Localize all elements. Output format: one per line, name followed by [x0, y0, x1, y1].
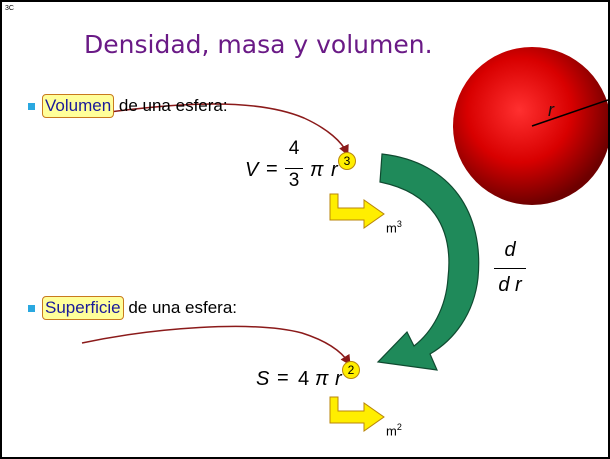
bullet-icon	[28, 103, 35, 110]
surface-bullet-text: de una esfera:	[123, 298, 238, 317]
bullet-icon	[28, 305, 35, 312]
surface-curve-arrow	[81, 325, 351, 366]
radius-line	[531, 99, 608, 127]
derivative-fraction-bar	[494, 268, 526, 269]
volume-unit: m3	[386, 219, 402, 235]
surface-exponent-badge: 2	[342, 361, 360, 379]
surface-lhs: S	[256, 368, 270, 390]
surface-coefficient: 4	[298, 368, 310, 390]
volume-equals: =	[266, 158, 278, 180]
derivative-numerator: d	[504, 239, 516, 261]
surface-equals: =	[277, 367, 289, 389]
sphere-radius-label: r	[548, 100, 554, 120]
volume-bullet-line: Volumen de una esfera:	[42, 94, 228, 118]
derivative-denominator: d r	[498, 274, 522, 296]
volume-lhs: V	[245, 159, 259, 181]
volume-pi: π	[310, 159, 324, 181]
sphere-icon	[453, 47, 608, 205]
surface-keyword: Superficie	[42, 296, 124, 320]
surface-unit: m2	[386, 422, 402, 438]
derivative-arrow-icon	[376, 153, 480, 371]
volume-curve-arrow	[79, 103, 349, 156]
surface-unit-exponent: 2	[396, 422, 402, 432]
volume-unit-arrow-icon	[329, 193, 385, 229]
surface-unit-base: m	[386, 423, 397, 439]
volume-exponent-badge: 3	[338, 152, 356, 170]
volume-keyword: Volumen	[42, 94, 115, 118]
slide-title: Densidad, masa y volumen.	[84, 30, 433, 59]
surface-unit-arrow-icon	[329, 396, 385, 432]
volume-unit-base: m	[386, 220, 397, 236]
volume-bullet-text: de una esfera:	[114, 96, 228, 115]
volume-r: r	[331, 159, 338, 181]
surface-pi: π	[315, 368, 329, 390]
volume-numerator: 4	[288, 138, 300, 159]
volume-fraction-bar	[285, 168, 303, 169]
surface-bullet-line: Superficie de una esfera:	[42, 296, 237, 320]
surface-r: r	[335, 368, 342, 390]
slide-number: 3C	[5, 5, 14, 12]
volume-denominator: 3	[288, 170, 300, 191]
volume-unit-exponent: 3	[396, 219, 402, 229]
